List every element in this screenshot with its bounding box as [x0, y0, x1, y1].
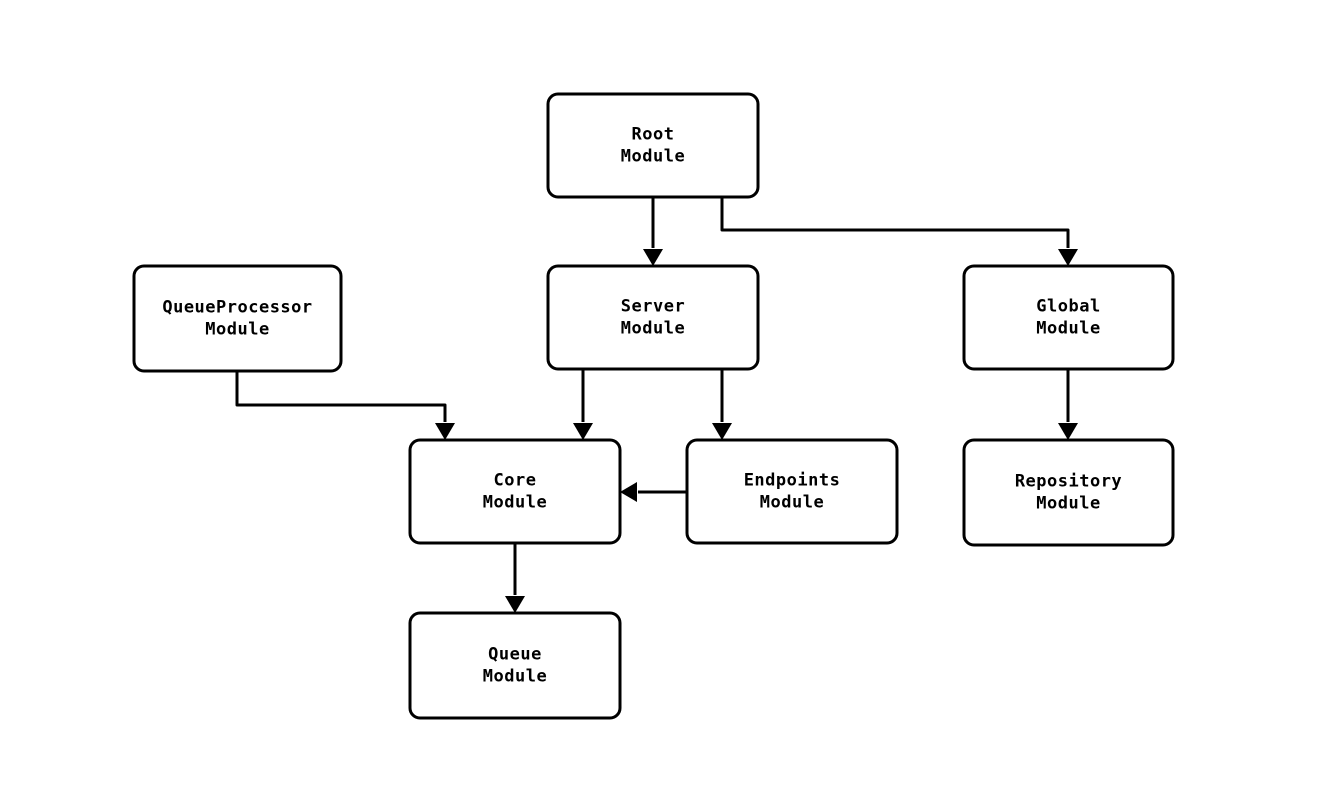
global-module-node-label-line2: Module — [1036, 319, 1100, 339]
edge-queueprocessor-to-core-arrowhead-icon — [435, 423, 455, 440]
root-module-node-label-line1: Root — [632, 125, 675, 145]
edge-root-to-global-arrowhead-icon — [1058, 249, 1078, 266]
nodes-layer: RootModuleQueueProcessorModuleServerModu… — [132, 92, 1175, 720]
global-module-node-box[interactable] — [962, 264, 1175, 371]
server-module-node-label-line1: Server — [621, 297, 685, 317]
endpoints-module-node-label-line1: Endpoints — [744, 471, 841, 491]
repository-module-node-label-line1: Repository — [1015, 472, 1122, 492]
core-module-node-label-line1: Core — [494, 471, 537, 491]
edge-global-to-repository-arrowhead-icon — [1058, 423, 1078, 440]
edge-root-to-server-arrowhead-icon — [643, 249, 663, 266]
root-module-node-label-line2: Module — [621, 147, 685, 167]
endpoints-module-node-label-line2: Module — [760, 493, 824, 513]
repository-module-node-label-line2: Module — [1036, 494, 1100, 514]
edge-root-to-global — [720, 197, 1078, 266]
repository-module-node-box[interactable] — [962, 438, 1175, 547]
queueprocessor-module-node-label-line2: Module — [205, 320, 269, 340]
queueprocessor-module-node-label-line1: QueueProcessor — [162, 298, 312, 318]
edge-server-to-endpoints — [712, 369, 732, 440]
queue-module-node-label-line2: Module — [483, 667, 547, 687]
queue-module-node-label-line1: Queue — [488, 645, 542, 665]
server-module-node-label-line2: Module — [621, 319, 685, 339]
edge-global-to-repository — [1058, 369, 1078, 440]
edge-core-to-queue — [505, 543, 525, 613]
edge-endpoints-to-core-arrowhead-icon — [620, 482, 637, 502]
queue-module-node-box[interactable] — [408, 611, 622, 720]
edges-layer — [235, 197, 1078, 613]
global-module-node-label-line1: Global — [1036, 297, 1100, 317]
endpoints-module-node-box[interactable] — [685, 438, 899, 545]
edge-server-to-core-arrowhead-icon — [573, 423, 593, 440]
edge-server-to-core — [573, 369, 593, 440]
edge-root-to-global-line — [720, 197, 1070, 248]
core-module-node-box[interactable] — [408, 438, 622, 545]
edge-server-to-endpoints-arrowhead-icon — [712, 423, 732, 440]
queueprocessor-module-node-box[interactable] — [132, 264, 343, 373]
edge-queueprocessor-to-core-line — [235, 371, 447, 422]
edge-queueprocessor-to-core — [235, 371, 455, 440]
edge-core-to-queue-arrowhead-icon — [505, 596, 525, 613]
server-module-node-box[interactable] — [546, 264, 760, 371]
edge-root-to-server — [643, 197, 663, 266]
root-module-node-box[interactable] — [546, 92, 760, 199]
edge-endpoints-to-core — [620, 482, 687, 502]
core-module-node-label-line2: Module — [483, 493, 547, 513]
